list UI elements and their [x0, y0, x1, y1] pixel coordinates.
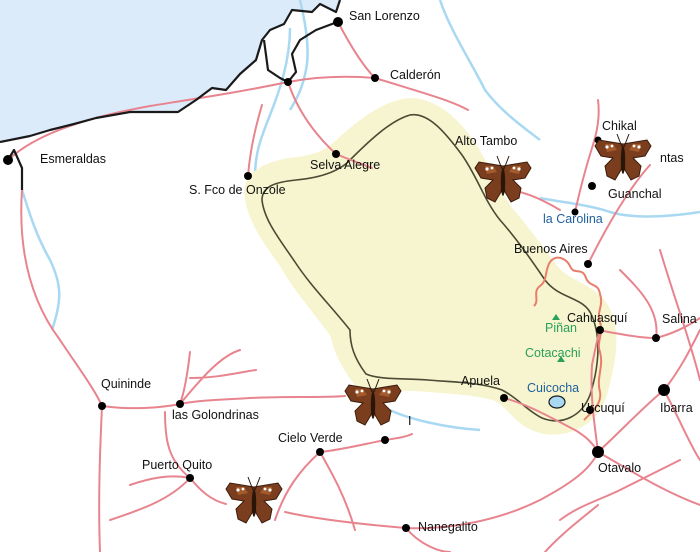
town-label-selva-alegre: Selva Alegre: [310, 158, 381, 172]
quininde-dot: [98, 402, 106, 410]
guanchal-dot: [588, 182, 596, 190]
town-label-i-town: I: [408, 414, 412, 428]
otavalo-dot: [592, 446, 604, 458]
park-boundary: [533, 256, 603, 421]
town-label-calderon: Calderón: [390, 68, 441, 82]
town-label-las-golondrinas: las Golondrinas: [172, 408, 259, 422]
i-town-dot: [381, 436, 389, 444]
san-lorenzo-dot: [333, 17, 343, 27]
butterfly-icon: [344, 378, 402, 426]
water-label-cuicocha: Cuicocha: [527, 381, 580, 395]
ibarra-dot: [658, 384, 670, 396]
sea-area: [0, 0, 340, 142]
peak-label-pinan: Piñan: [545, 321, 577, 335]
cotacachi-peak-icon: [557, 356, 565, 362]
las-golondrinas-dot: [176, 400, 184, 408]
town-label-buenos-aires: Buenos Aires: [514, 242, 588, 256]
water-label-la-carolina: la Carolina: [543, 212, 603, 226]
town-label-puerto-quito: Puerto Quito: [142, 458, 213, 472]
junction-dot: [284, 78, 292, 86]
la-carolina-dot: [571, 208, 579, 216]
town-label-cahuasqui: Cahuasquí: [567, 311, 628, 325]
butterfly-icon: [594, 133, 652, 181]
town-label-apuela: Apuela: [461, 374, 500, 388]
town-label-cielo-verde: Cielo Verde: [278, 431, 343, 445]
cielo-verde-dot: [316, 448, 324, 456]
town-label-salina: Salina: [662, 312, 697, 326]
pinan-peak-icon: [552, 314, 560, 320]
buenos-aires-dot: [584, 260, 592, 268]
s-fco-de-onzole-dot: [244, 172, 252, 180]
town-dots: [3, 17, 670, 532]
calderon-dot: [371, 74, 379, 82]
butterfly-icon: [225, 476, 283, 524]
town-label-chikal: Chikal: [602, 119, 637, 133]
puerto-quito-dot: [186, 474, 194, 482]
cuicocha-lake: [548, 395, 566, 409]
peak-label-cotacachi: Cotacachi: [525, 346, 581, 360]
town-label-alto-tambo: Alto Tambo: [455, 134, 518, 148]
butterfly-icon: [474, 155, 532, 203]
esmeraldas-dot: [3, 155, 13, 165]
reserve-fill: [262, 114, 598, 421]
town-label-nanegalito: Nanegalito: [418, 520, 478, 534]
town-label-guanchal: Guanchal: [608, 187, 662, 201]
town-label-ibarra: Ibarra: [660, 401, 693, 415]
town-label-urcuqui: Urcuquí: [581, 401, 625, 415]
salina-dot: [652, 334, 660, 342]
town-label-s-fco-de-onzole: S. Fco de Onzole: [189, 183, 286, 197]
coastline: [0, 0, 342, 190]
nanegalito-dot: [402, 524, 410, 532]
town-label-otavalo: Otavalo: [598, 461, 642, 475]
town-label-quininde: Quininde: [101, 377, 152, 391]
selva-alegre-dot: [332, 150, 340, 158]
town-label-ntas: ntas: [660, 151, 684, 165]
town-label-san-lorenzo: San Lorenzo: [349, 9, 420, 23]
cahuasqui-dot: [596, 326, 604, 334]
reserve-boundary: [261, 114, 599, 422]
urcuqui-dot: [586, 406, 594, 414]
town-label-esmeraldas: Esmeraldas: [40, 152, 106, 166]
apuela-dot: [500, 394, 508, 402]
